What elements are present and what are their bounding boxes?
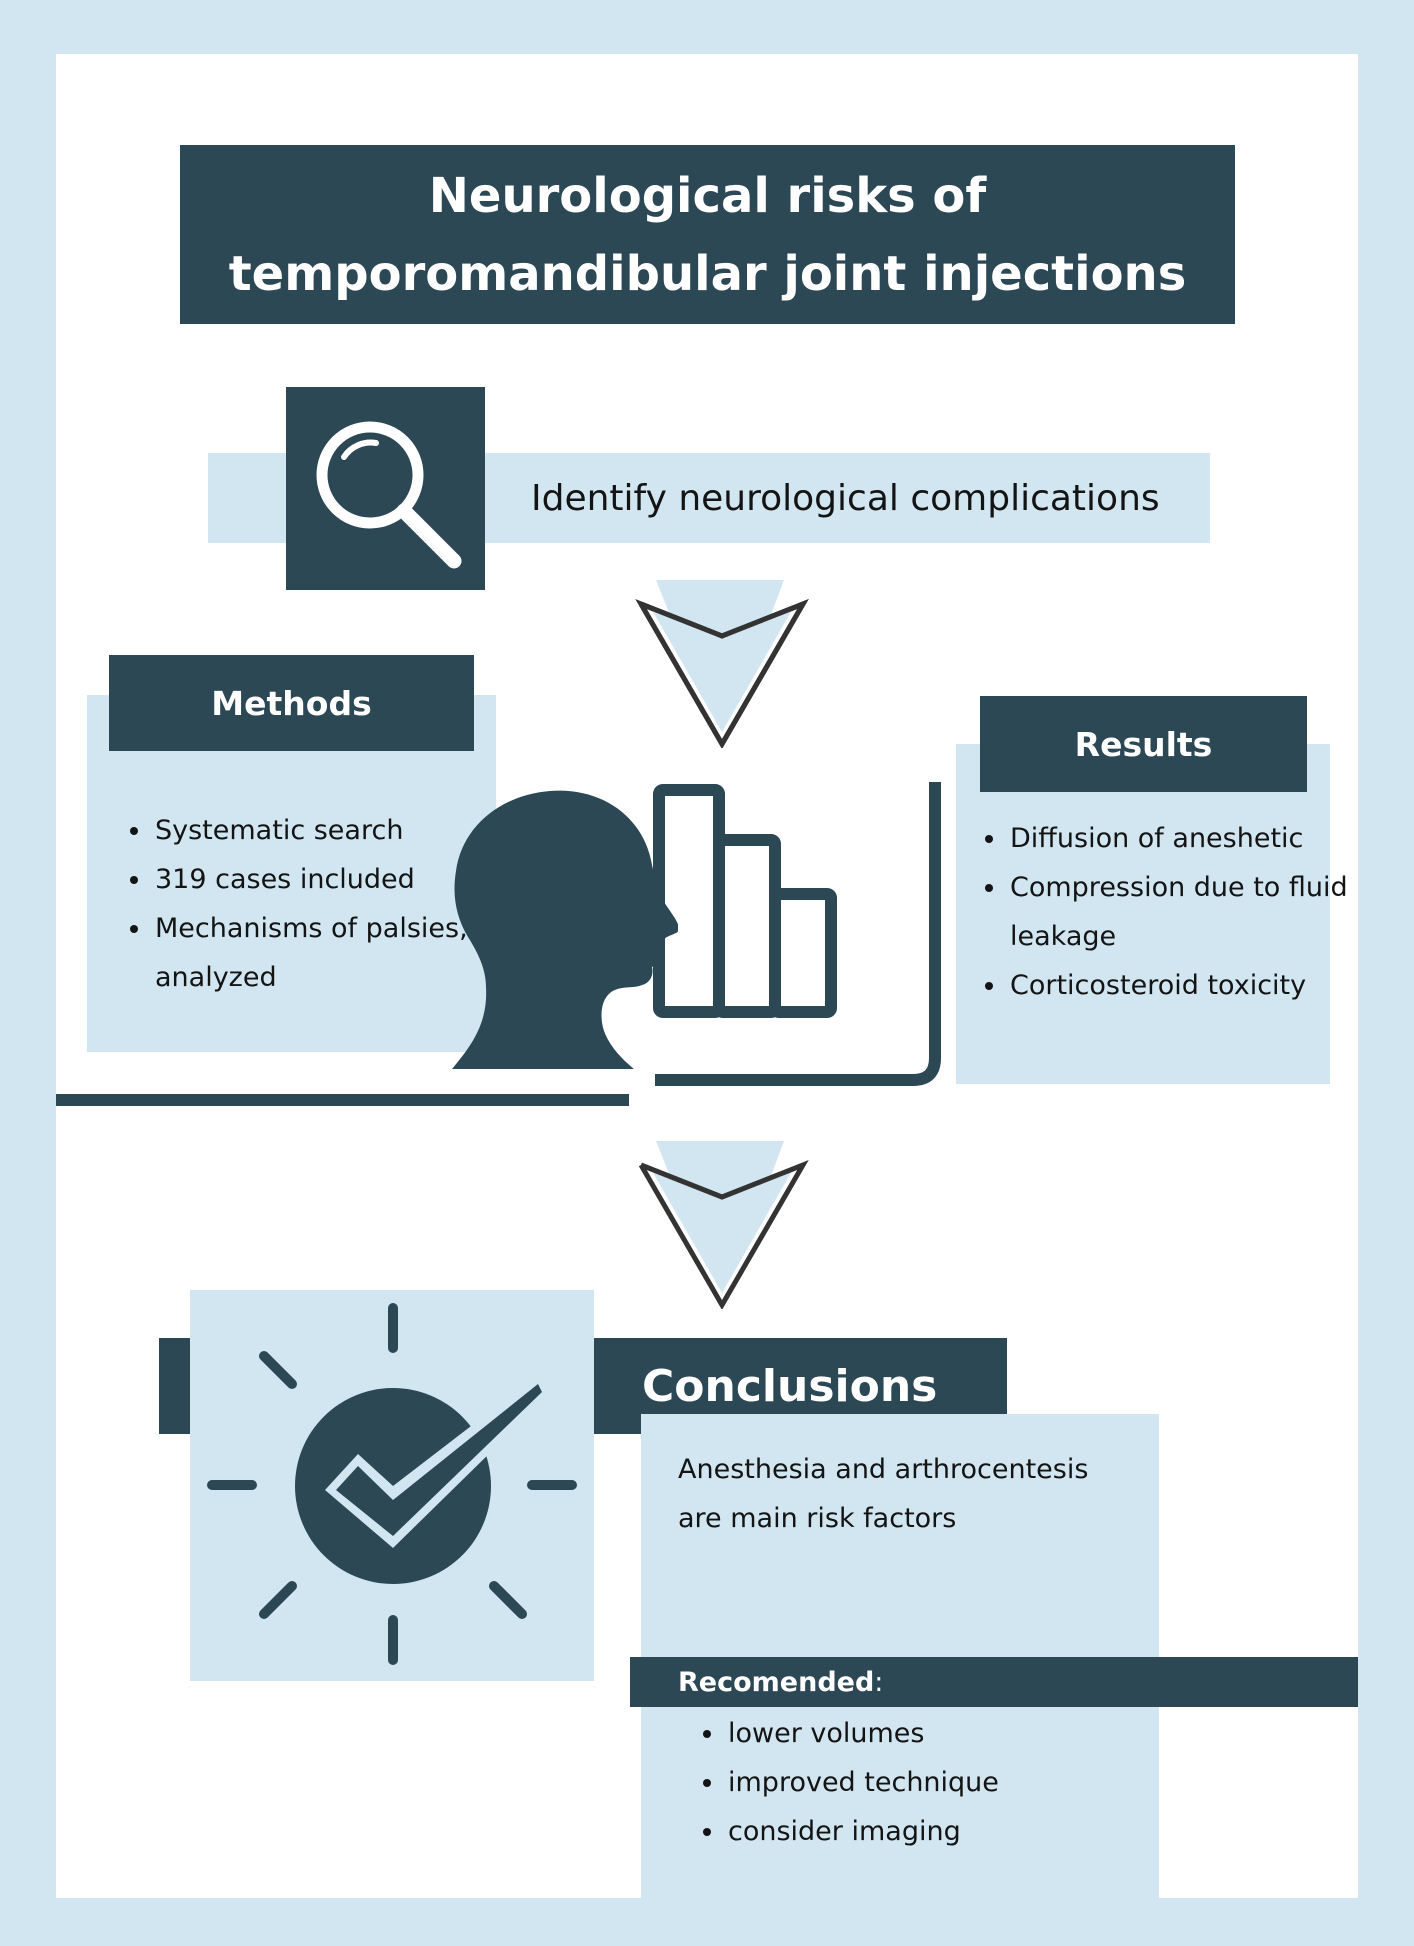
chart-icon-bar bbox=[713, 834, 781, 1018]
methods-heading: Methods bbox=[109, 655, 474, 751]
title-banner: Neurological risks of temporomandibular … bbox=[180, 145, 1235, 324]
chart-icon-bar bbox=[653, 784, 725, 1018]
conclusions-text: Anesthesia and arthrocentesis are main r… bbox=[678, 1454, 1089, 1534]
conclusions-panel bbox=[641, 1414, 1159, 1898]
page-title: Neurological risks of temporomandibular … bbox=[229, 157, 1187, 313]
list-item: lower volumes bbox=[726, 1709, 1166, 1758]
list-item: Systematic search bbox=[153, 806, 533, 855]
recommended-bar: Recomended: bbox=[630, 1657, 1358, 1707]
recommended-label: Recomended bbox=[678, 1666, 875, 1698]
infographic-card: Neurological risks of temporomandibular … bbox=[56, 54, 1358, 1898]
magnifier-icon bbox=[316, 421, 462, 569]
results-list: Diffusion of aneshetic Compression due t… bbox=[970, 814, 1358, 1010]
recommended-colon: : bbox=[874, 1666, 884, 1698]
aim-icon-box bbox=[286, 387, 485, 590]
aim-text: Identify neurological complications bbox=[531, 477, 1160, 519]
list-item: consider imaging bbox=[726, 1807, 1166, 1856]
chart-icon-bar bbox=[769, 888, 837, 1018]
bar-chart-icon bbox=[653, 782, 941, 1086]
title-line-2: temporomandibular joint injections bbox=[228, 245, 1187, 302]
results-panel bbox=[956, 744, 1330, 1084]
flow-arrow-down-2 bbox=[638, 1141, 809, 1309]
list-item: Compression due to fluid leakage bbox=[1008, 863, 1358, 961]
flow-arrow-down-1 bbox=[635, 580, 809, 748]
title-line-1: Neurological risks of bbox=[428, 167, 987, 224]
list-item: Corticosteroid toxicity bbox=[1008, 961, 1358, 1010]
methods-panel bbox=[87, 695, 496, 1052]
recommended-list: lower volumes improved technique conside… bbox=[688, 1709, 1166, 1856]
methods-list: Systematic search 319 cases included Mec… bbox=[115, 806, 533, 1002]
divider-line bbox=[56, 1094, 629, 1106]
checkmark-badge-icon bbox=[207, 1303, 577, 1665]
list-item: improved technique bbox=[726, 1758, 1166, 1807]
list-item: 319 cases included bbox=[153, 855, 533, 904]
conclusions-icon-box bbox=[190, 1290, 594, 1681]
list-item: Diffusion of aneshetic bbox=[1008, 814, 1358, 863]
human-head-icon bbox=[452, 790, 678, 1069]
results-heading: Results bbox=[980, 696, 1307, 792]
